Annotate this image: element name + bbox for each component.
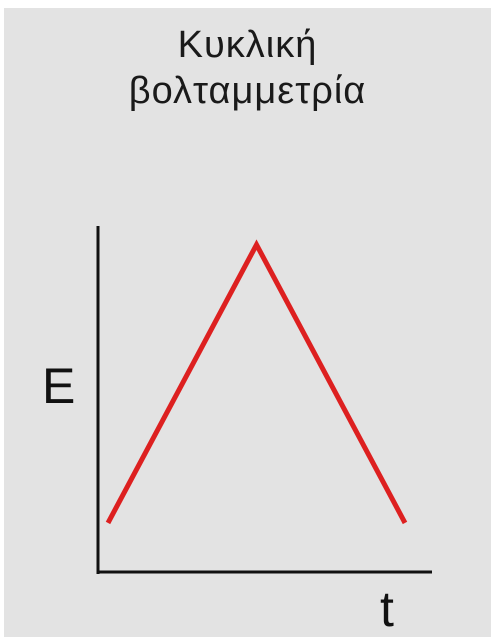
figure-title: Κυκλική βολταμμετρία (4, 22, 491, 114)
title-line-2: βολταμμετρία (128, 70, 367, 112)
figure-panel: Κυκλική βολταμμετρία (4, 8, 491, 637)
title-line-1: Κυκλική (177, 24, 318, 66)
y-axis-label: E (42, 358, 75, 414)
potential-waveform-line (105, 239, 408, 525)
x-axis-label: t (380, 581, 394, 637)
